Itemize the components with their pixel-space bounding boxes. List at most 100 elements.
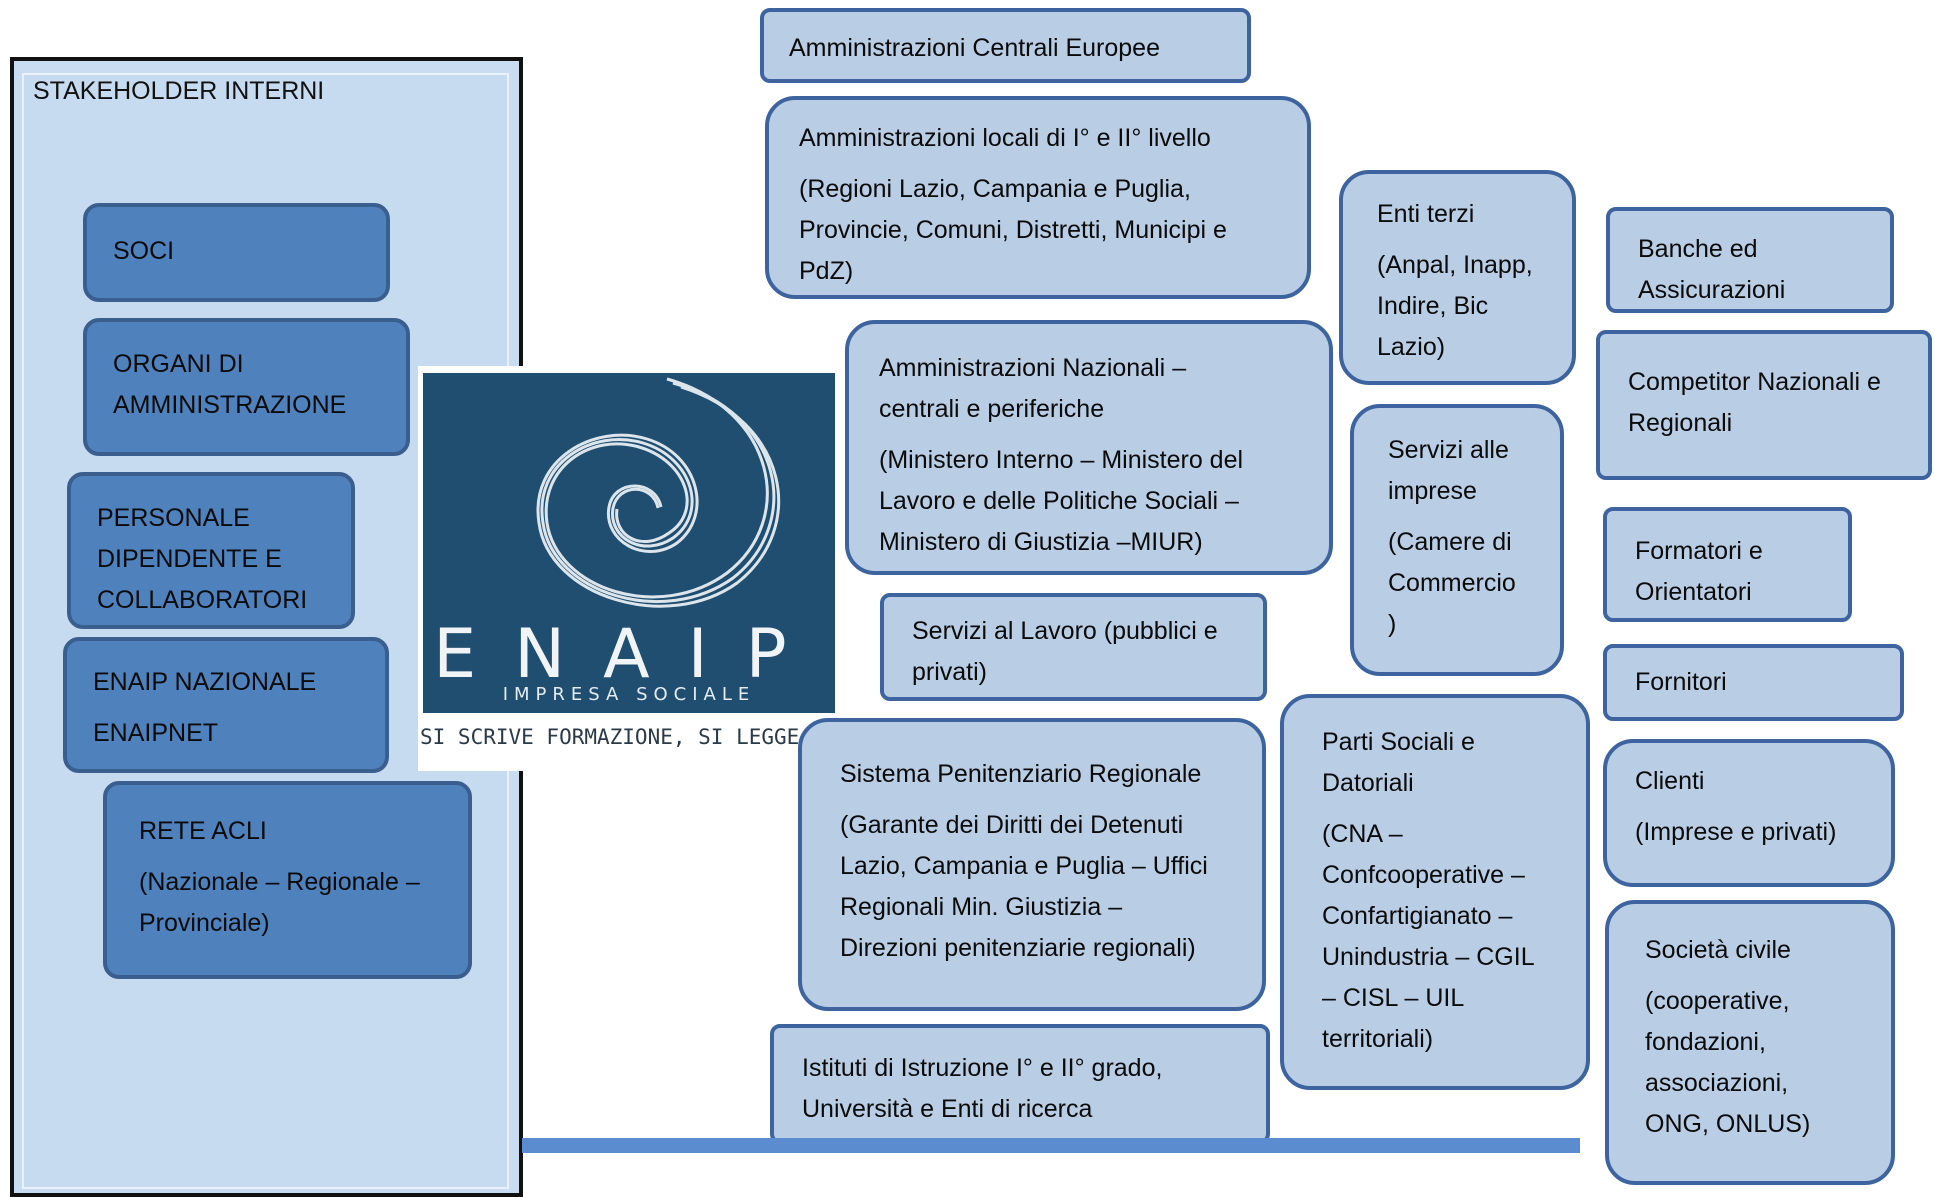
soci-box: SOCI bbox=[83, 203, 390, 302]
imprese-word-2: alle bbox=[1469, 436, 1509, 464]
istituti-line-1: Istituti di Istruzione I° e II° grado, bbox=[802, 1054, 1163, 1082]
amministrazioni-centrali-europee-box: Amministrazioni Centrali Europee bbox=[760, 8, 1251, 83]
nazionali-word-2: Nazionali bbox=[1062, 354, 1166, 382]
competitor-line-2: Regionali bbox=[1628, 409, 1733, 437]
parti-line-8: territoriali) bbox=[1322, 1025, 1434, 1053]
imprese-word-3: (Camere bbox=[1388, 528, 1486, 556]
clienti-gap bbox=[1635, 802, 1861, 812]
logo-tagline: SI SCRIVE FORMAZIONE, SI LEGGE FUTURO bbox=[420, 725, 838, 749]
lavoro-line-2: privati) bbox=[912, 658, 988, 686]
rete-acli-box: RETE ACLI (Nazionale – Regionale – Provi… bbox=[103, 781, 472, 979]
formatori-line-1: Formatori e bbox=[1635, 531, 1822, 572]
civile-line-3: associazioni, bbox=[1645, 1069, 1789, 1097]
civile-line-4: ONG, ONLUS) bbox=[1645, 1110, 1811, 1138]
enaip-logo-background bbox=[423, 373, 835, 713]
enti-terzi-box: Enti terzi (Anpal, Inapp, Indire, Bic La… bbox=[1339, 170, 1576, 385]
enaip-line-1: ENAIP NAZIONALE bbox=[93, 668, 317, 696]
formatori-word-2: e bbox=[1748, 537, 1763, 565]
internal-stakeholders-title: STAKEHOLDER INTERNI bbox=[33, 77, 325, 105]
locali-gap bbox=[799, 159, 1277, 169]
penit-title: Sistema Penitenziario Regionale bbox=[840, 760, 1202, 788]
nazionali-gap bbox=[879, 430, 1299, 440]
banche-word-1: Banche bbox=[1638, 235, 1723, 263]
parti-line-4: Confcooperative – bbox=[1322, 861, 1525, 889]
personale-line-3: COLLABORATORI bbox=[97, 586, 308, 614]
amministrazioni-nazionali-box: Amministrazioni Nazionali – centrali e p… bbox=[845, 320, 1333, 575]
parti-line-2: Datoriali bbox=[1322, 769, 1414, 797]
formatori-word-1: Formatori bbox=[1635, 537, 1742, 565]
base-connector-bar bbox=[522, 1138, 1580, 1153]
imprese-line-1: Servizi alle bbox=[1388, 430, 1530, 471]
acli-line-1: RETE ACLI bbox=[139, 817, 267, 845]
penit-word-3: Giustizia bbox=[1005, 893, 1102, 921]
nazionali-line-2: centrali e periferiche bbox=[879, 395, 1105, 423]
lavoro-line-1: Servizi al Lavoro (pubblici e bbox=[912, 617, 1218, 645]
nazionali-line-3: (Ministero Interno – Ministero del bbox=[879, 446, 1244, 474]
personale-box: PERSONALE DIPENDENTE E COLLABORATORI bbox=[67, 472, 355, 629]
acli-line-3: Provinciale) bbox=[139, 909, 270, 937]
organi-word: ORGANI bbox=[113, 350, 212, 378]
nazionali-line-4: Lavoro e delle Politiche Sociali – bbox=[879, 487, 1239, 515]
imprese-word-1: Servizi bbox=[1388, 436, 1464, 464]
banche-word-2: ed bbox=[1729, 235, 1758, 263]
enti-word-1: Indire, bbox=[1377, 292, 1447, 320]
istituti-line-2: Università e Enti di ricerca bbox=[802, 1095, 1093, 1123]
competitor-box: Competitor Nazionali e Regionali bbox=[1596, 330, 1932, 480]
nazionali-line-1: Amministrazioni Nazionali – bbox=[879, 348, 1299, 389]
organi-line-2: AMMINISTRAZIONE bbox=[113, 391, 347, 419]
parti-word-9: UIL bbox=[1425, 984, 1465, 1012]
parti-line-3: (CNA – bbox=[1322, 814, 1552, 855]
istituti-istruzione-box: Istituti di Istruzione I° e II° grado, U… bbox=[770, 1024, 1270, 1144]
banche-assicurazioni-box: Banche ed Assicurazioni bbox=[1606, 207, 1894, 313]
locali-title: Amministrazioni locali di I° e II° livel… bbox=[799, 124, 1211, 152]
societa-civile-box: Società civile (cooperative, fondazioni,… bbox=[1605, 900, 1895, 1185]
banche-line-1: Banche ed bbox=[1638, 229, 1864, 270]
penit-line-1: (Garante dei Diritti dei Detenuti bbox=[840, 811, 1184, 839]
clienti-box: Clienti (Imprese e privati) bbox=[1603, 739, 1895, 887]
centrali-europee-label: Amministrazioni Centrali Europee bbox=[789, 34, 1160, 62]
enti-word-2: Bic bbox=[1453, 292, 1489, 320]
parti-word-4: (CNA bbox=[1322, 820, 1382, 848]
locali-line-1: (Regioni Lazio, Campania e Puglia, bbox=[799, 175, 1191, 203]
penit-word-1: Regionali bbox=[840, 893, 945, 921]
organi-di-word: DI bbox=[218, 350, 244, 378]
competitor-line-1: Competitor Nazionali e bbox=[1628, 368, 1881, 396]
nazionali-line-5: Ministero di Giustizia –MIUR) bbox=[879, 528, 1203, 556]
formatori-line-2: Orientatori bbox=[1635, 578, 1752, 606]
formatori-orientatori-box: Formatori e Orientatori bbox=[1603, 507, 1852, 622]
organi-amministrazione-box: ORGANI DI AMMINISTRAZIONE bbox=[83, 318, 410, 456]
dipendente-word: DIPENDENTE bbox=[97, 545, 259, 573]
sistema-penitenziario-box: Sistema Penitenziario Regionale (Garante… bbox=[798, 718, 1266, 1011]
parti-line-6: Unindustria – CGIL bbox=[1322, 943, 1535, 971]
parti-word-5: – bbox=[1388, 820, 1403, 848]
penit-line-4: Direzioni penitenziarie regionali) bbox=[840, 934, 1196, 962]
parti-line-5: Confartigianato – bbox=[1322, 902, 1513, 930]
penit-line-2: Lazio, Campania e Puglia – Uffici bbox=[840, 852, 1208, 880]
locali-line-3: PdZ) bbox=[799, 257, 854, 285]
imprese-word-4: di bbox=[1492, 528, 1512, 556]
amministrazioni-locali-box: Amministrazioni locali di I° e II° livel… bbox=[765, 96, 1311, 299]
servizi-imprese-box: Servizi alle impresе (Camere di Commerci… bbox=[1350, 404, 1564, 676]
penit-word-4: – bbox=[1108, 893, 1123, 921]
penit-word-2: Min. bbox=[951, 893, 999, 921]
parti-word-7: CISL bbox=[1342, 984, 1398, 1012]
enaip-line-2: ENAIPNET bbox=[93, 719, 219, 747]
nazionali-word-1: Amministrazioni bbox=[879, 354, 1056, 382]
logo-subtitle: IMPRESA SOCIALE bbox=[502, 684, 756, 705]
soci-label: SOCI bbox=[113, 237, 175, 265]
fornitori-label: Fornitori bbox=[1635, 668, 1727, 696]
acli-gap bbox=[139, 852, 442, 862]
parti-line-7: – CISL – UIL bbox=[1322, 978, 1552, 1019]
imprese-line-3: (Camere di bbox=[1388, 522, 1530, 563]
parti-word-2: Sociali bbox=[1380, 728, 1455, 756]
parti-word-1: Parti bbox=[1322, 728, 1374, 756]
imprese-line-2: impresе bbox=[1388, 477, 1477, 505]
clienti-line-1: Clienti bbox=[1635, 767, 1705, 795]
nazionali-word-3: – bbox=[1172, 354, 1187, 382]
enti-gap bbox=[1377, 235, 1542, 245]
civile-line-1: (cooperative, bbox=[1645, 987, 1790, 1015]
enti-line-2: Indire, Bic bbox=[1377, 286, 1542, 327]
enti-line-3: Lazio) bbox=[1377, 333, 1446, 361]
enti-line-1: (Anpal, Inapp, bbox=[1377, 251, 1533, 279]
civile-gap bbox=[1645, 971, 1861, 981]
